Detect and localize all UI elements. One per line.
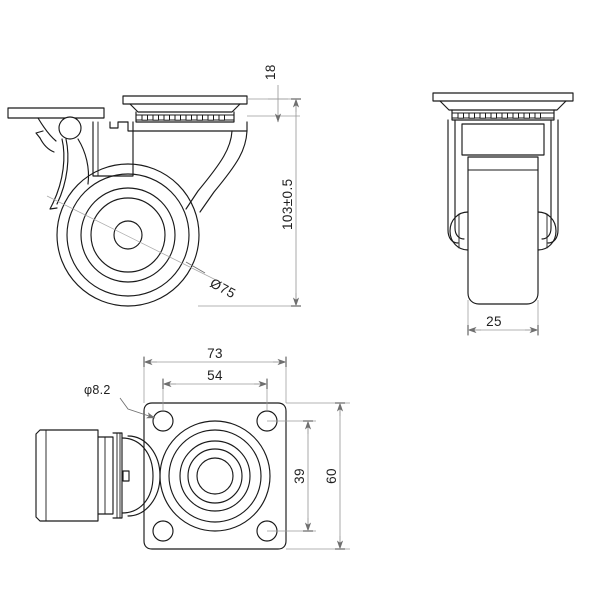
dim-plate-thickness: 18 xyxy=(263,64,278,80)
bearing-balls xyxy=(141,114,225,121)
side-bearing-balls xyxy=(457,112,541,119)
dim-wheel-diameter: Ø75 xyxy=(208,275,239,301)
dim-plate-width: 60 xyxy=(324,468,339,484)
dim-overall-height: 103±0.5 xyxy=(280,178,295,230)
dim-54-group: 54 xyxy=(162,368,268,389)
side-wheel xyxy=(449,156,557,305)
plan-wheel-body xyxy=(35,429,123,522)
plan-swivel-housing xyxy=(121,435,161,517)
plan-view-dimensions: 73 54 39 xyxy=(143,346,350,550)
plan-top-view: φ8.2 xyxy=(35,383,287,550)
front-top-plate xyxy=(122,95,248,113)
dim-103-group: 103±0.5 xyxy=(280,98,301,307)
bolt-hole-callout: φ8.2 xyxy=(84,383,156,419)
dim-plate-length: 73 xyxy=(207,346,223,361)
front-ball-race xyxy=(135,111,235,123)
dim-39-group: 39 xyxy=(292,420,313,532)
front-brake-assembly xyxy=(7,107,105,210)
front-fork-body xyxy=(92,121,248,213)
side-top-plate xyxy=(432,92,574,111)
dim-73-group: 73 xyxy=(143,346,287,367)
plan-swivel-circles xyxy=(159,420,271,532)
dim-18-group: 18 xyxy=(263,64,288,123)
front-wheel xyxy=(46,163,217,307)
front-view-dimensions: 18 103±0.5 xyxy=(198,64,301,307)
wheel-diameter-callout: Ø75 xyxy=(185,261,239,301)
front-elevation-view: Ø75 xyxy=(7,95,248,307)
dim-bolt-spacing-long: 54 xyxy=(207,368,223,383)
side-view-dimensions: 25 xyxy=(467,300,539,336)
dim-bolt-hole-diameter: φ8.2 xyxy=(84,383,111,397)
plan-mounting-plate xyxy=(143,402,287,550)
dim-60-group: 60 xyxy=(324,402,345,550)
dim-tread-width: 25 xyxy=(486,314,502,329)
side-fork-legs xyxy=(447,119,559,244)
side-elevation-view xyxy=(432,92,574,305)
side-ball-race xyxy=(451,109,555,121)
dim-bolt-spacing-short: 39 xyxy=(292,468,307,484)
